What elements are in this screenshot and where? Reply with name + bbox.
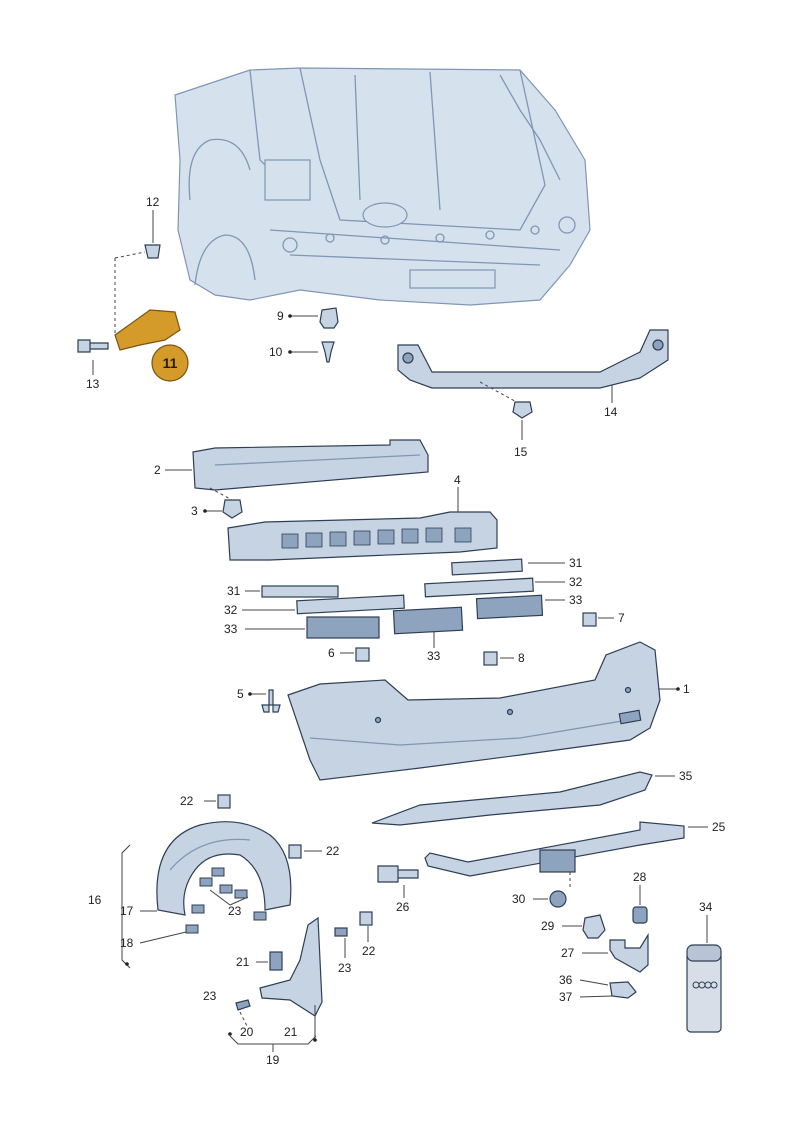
part-33-pad-right	[475, 594, 544, 620]
label-10: 10	[269, 345, 283, 359]
part-30-cap	[549, 890, 567, 908]
part-31-strip-right	[451, 558, 523, 576]
label-23b: 23	[338, 961, 352, 975]
part-22-clip-top	[217, 794, 231, 809]
label-22b: 22	[326, 844, 340, 858]
part-25-tow-bar	[424, 821, 685, 877]
label-23a: 23	[228, 904, 242, 918]
label-18: 18	[120, 936, 134, 950]
part-9-clip	[319, 307, 339, 329]
label-5: 5	[237, 687, 244, 701]
label-6: 6	[328, 646, 335, 660]
label-2: 2	[154, 463, 161, 477]
label-25: 25	[712, 820, 726, 834]
part-15-nut	[512, 401, 533, 419]
part-7-clip	[582, 612, 597, 627]
label-4: 4	[454, 473, 461, 487]
part-28-cap	[632, 906, 648, 924]
vehicle-body	[174, 67, 591, 306]
label-33a: 33	[569, 593, 583, 607]
part-3-bolt	[222, 499, 243, 519]
part-21-clip-upper	[269, 951, 283, 971]
part-34-spray-can	[686, 944, 722, 1033]
callout-11-text: 11	[163, 355, 178, 371]
label-7: 7	[618, 611, 625, 625]
part-2-impact-beam	[192, 439, 429, 491]
label-13: 13	[86, 377, 100, 391]
part-11-bracket[interactable]	[114, 309, 181, 351]
label-28: 28	[633, 870, 647, 884]
part-22-clip-lower	[359, 911, 373, 926]
label-33b: 33	[224, 622, 238, 636]
label-17: 17	[120, 904, 134, 918]
label-31a: 31	[569, 556, 583, 570]
label-22c: 22	[362, 944, 376, 958]
label-30: 30	[512, 892, 526, 906]
part-5-screw	[261, 689, 281, 713]
part-6-clip	[355, 647, 370, 662]
part-23-screw-lower	[334, 927, 348, 937]
part-10-screw	[321, 341, 335, 363]
part-19-mud-flap	[259, 916, 323, 1017]
label-26: 26	[396, 900, 410, 914]
part-32-strip-right	[424, 577, 534, 598]
part-12-clip	[144, 244, 161, 259]
label-32b: 32	[224, 603, 238, 617]
label-27: 27	[561, 946, 575, 960]
label-33c: 33	[427, 649, 441, 663]
part-35-diffuser	[371, 771, 653, 826]
callout-11-badge[interactable]	[151, 344, 189, 382]
label-35: 35	[679, 769, 693, 783]
label-12: 12	[146, 195, 160, 209]
part-14-crossmember	[397, 329, 669, 389]
part-1-bumper-cover[interactable]	[287, 641, 661, 781]
label-31b: 31	[227, 584, 241, 598]
part-20-screw	[235, 999, 251, 1011]
part-8-clip	[483, 651, 498, 666]
label-34: 34	[699, 900, 713, 914]
part-31-strip-left	[261, 585, 339, 598]
label-3: 3	[191, 504, 198, 518]
part-33-pad-middle	[392, 606, 464, 635]
part-32-strip-left	[296, 594, 405, 615]
callout-labels: 12 13 9 10 14 15 2 3 4 31 32 33 31 32 33…	[86, 195, 726, 1067]
label-20: 20	[240, 1025, 254, 1039]
label-22a: 22	[180, 794, 194, 808]
label-16: 16	[88, 893, 102, 907]
label-36: 36	[559, 973, 573, 987]
label-23c: 23	[203, 989, 217, 1003]
label-37: 37	[559, 990, 573, 1004]
label-21b: 21	[284, 1025, 298, 1039]
part-22-clip-middle	[288, 844, 302, 859]
label-14: 14	[604, 405, 618, 419]
label-21a: 21	[236, 955, 250, 969]
part-16-wheel-liner[interactable]	[156, 821, 292, 916]
part-27-tow-ball	[609, 932, 649, 973]
label-1: 1	[683, 682, 690, 696]
part-33-pad-left	[306, 616, 380, 639]
part-36-adapter	[609, 981, 637, 999]
label-32a: 32	[569, 575, 583, 589]
label-8: 8	[518, 651, 525, 665]
label-19: 19	[266, 1053, 280, 1067]
part-26-bolt	[377, 865, 419, 883]
label-15: 15	[514, 445, 528, 459]
label-9: 9	[277, 309, 284, 323]
part-13-bolt	[77, 339, 109, 353]
part-29-nut	[582, 914, 606, 939]
label-29: 29	[541, 919, 555, 933]
